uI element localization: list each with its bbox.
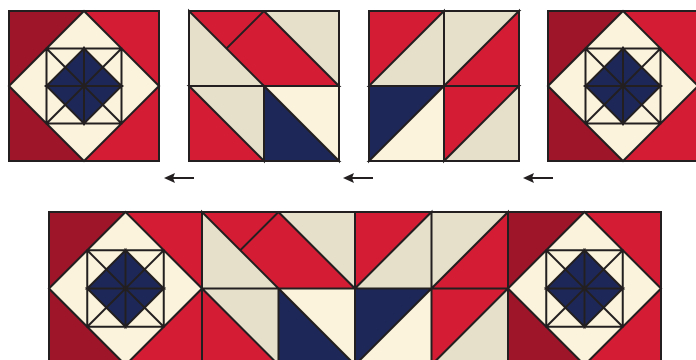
pinwheel-star-block bbox=[508, 212, 661, 360]
left-arrow-icon bbox=[343, 173, 373, 183]
diagonal-stripe-block bbox=[369, 11, 519, 161]
pinwheel-star-block bbox=[9, 11, 159, 161]
assembled-row bbox=[49, 212, 661, 360]
left-arrow-icon bbox=[523, 173, 553, 183]
diagonal-stripe-block bbox=[355, 212, 508, 360]
pinwheel-star-block bbox=[49, 212, 202, 360]
diagonal-stripe-block bbox=[189, 11, 339, 161]
diagonal-stripe-block bbox=[202, 212, 355, 360]
pinwheel-star-block bbox=[548, 11, 696, 161]
left-arrow-icon bbox=[164, 173, 194, 183]
